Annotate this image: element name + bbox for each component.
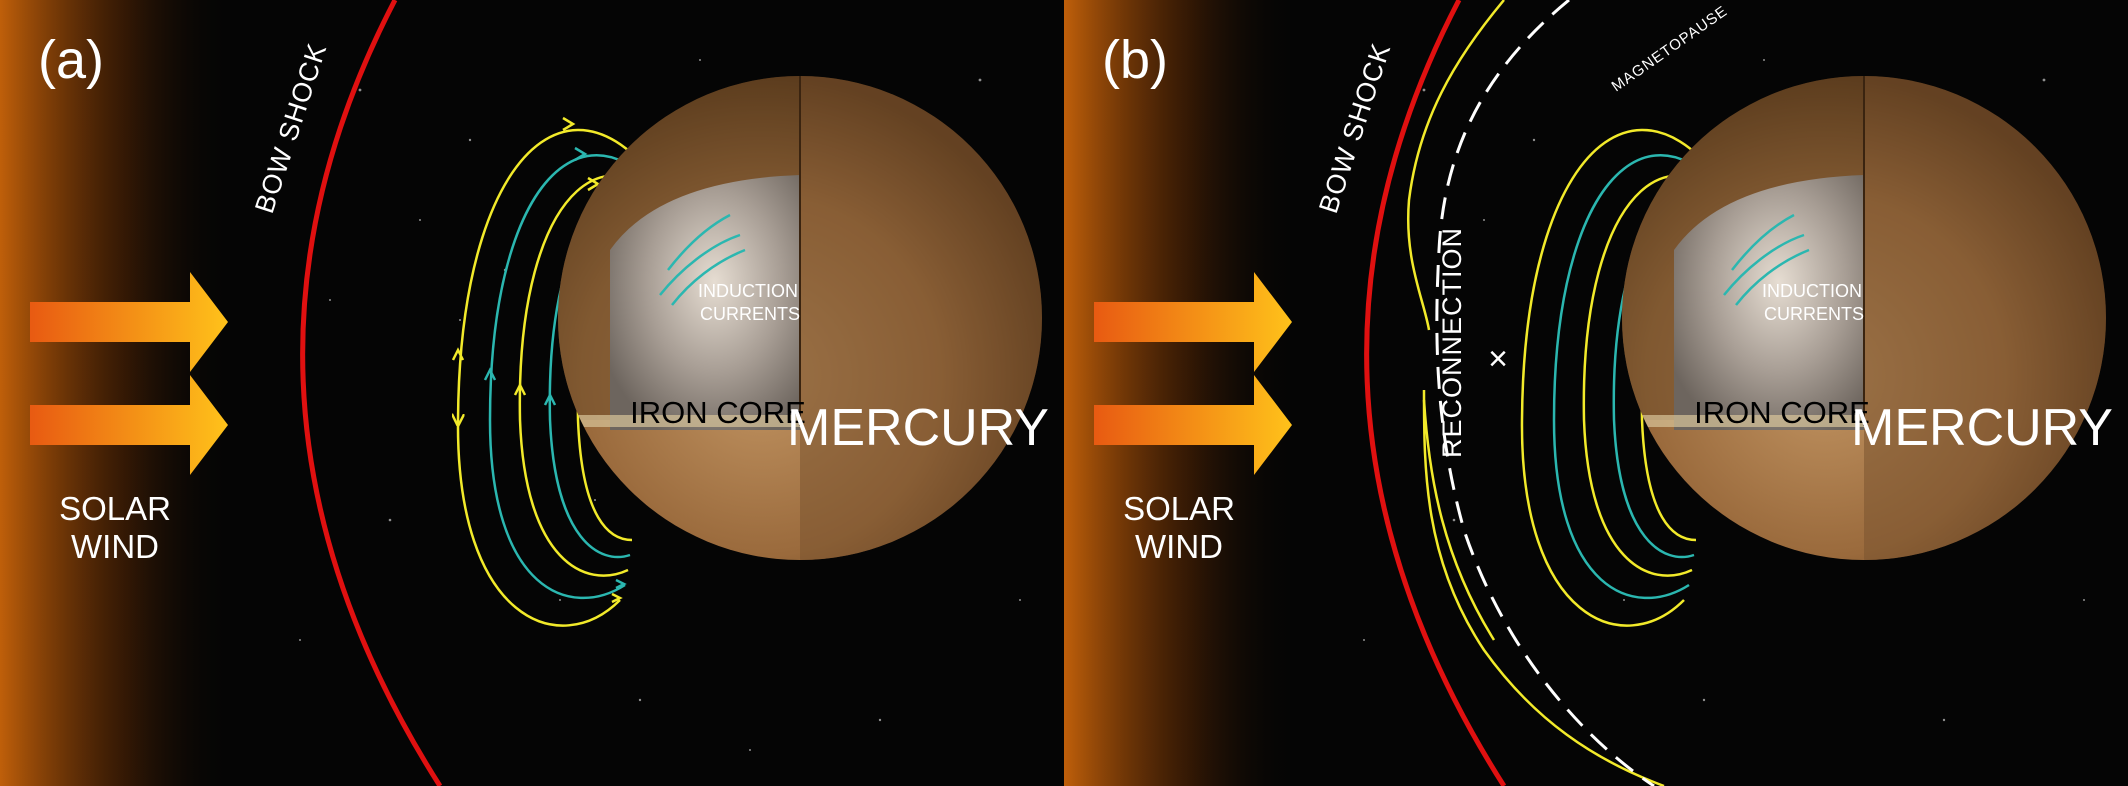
solar-wind-label-line2: WIND: [1135, 528, 1223, 565]
planet-label: MERCURY: [787, 399, 1049, 457]
panel-b: (b) BOW SHOCK SOLAR WIND INDUCTION CURRE…: [1064, 0, 2128, 786]
planet-label: MERCURY: [1851, 399, 2113, 457]
solar-wind-label-line1: SOLAR: [1123, 490, 1235, 527]
induction-currents-label-line2: CURRENTS: [1764, 304, 1864, 324]
solar-wind-label-line1: SOLAR: [59, 490, 171, 527]
iron-core-label: IRON CORE: [1694, 395, 1870, 430]
panel-label: (b): [1102, 30, 1168, 90]
panel-a: (a) BOW SHOCK SOLAR WIND INDUCTION CURRE…: [0, 0, 1064, 786]
induction-currents-label-line1: INDUCTION: [1762, 281, 1862, 301]
reconnection-x-mark: ×: [1488, 340, 1508, 378]
panel-label: (a): [38, 30, 104, 90]
induction-currents-label-line1: INDUCTION: [698, 281, 798, 301]
iron-core-label: IRON CORE: [630, 395, 806, 430]
induction-currents-label-line2: CURRENTS: [700, 304, 800, 324]
panel-a-diagram: (a) BOW SHOCK SOLAR WIND INDUCTION CURRE…: [0, 0, 1064, 786]
panel-b-diagram: (b) BOW SHOCK SOLAR WIND INDUCTION CURRE…: [1064, 0, 2128, 786]
solar-wind-label-line2: WIND: [71, 528, 159, 565]
reconnection-label: RECONNECTION: [1437, 227, 1467, 458]
